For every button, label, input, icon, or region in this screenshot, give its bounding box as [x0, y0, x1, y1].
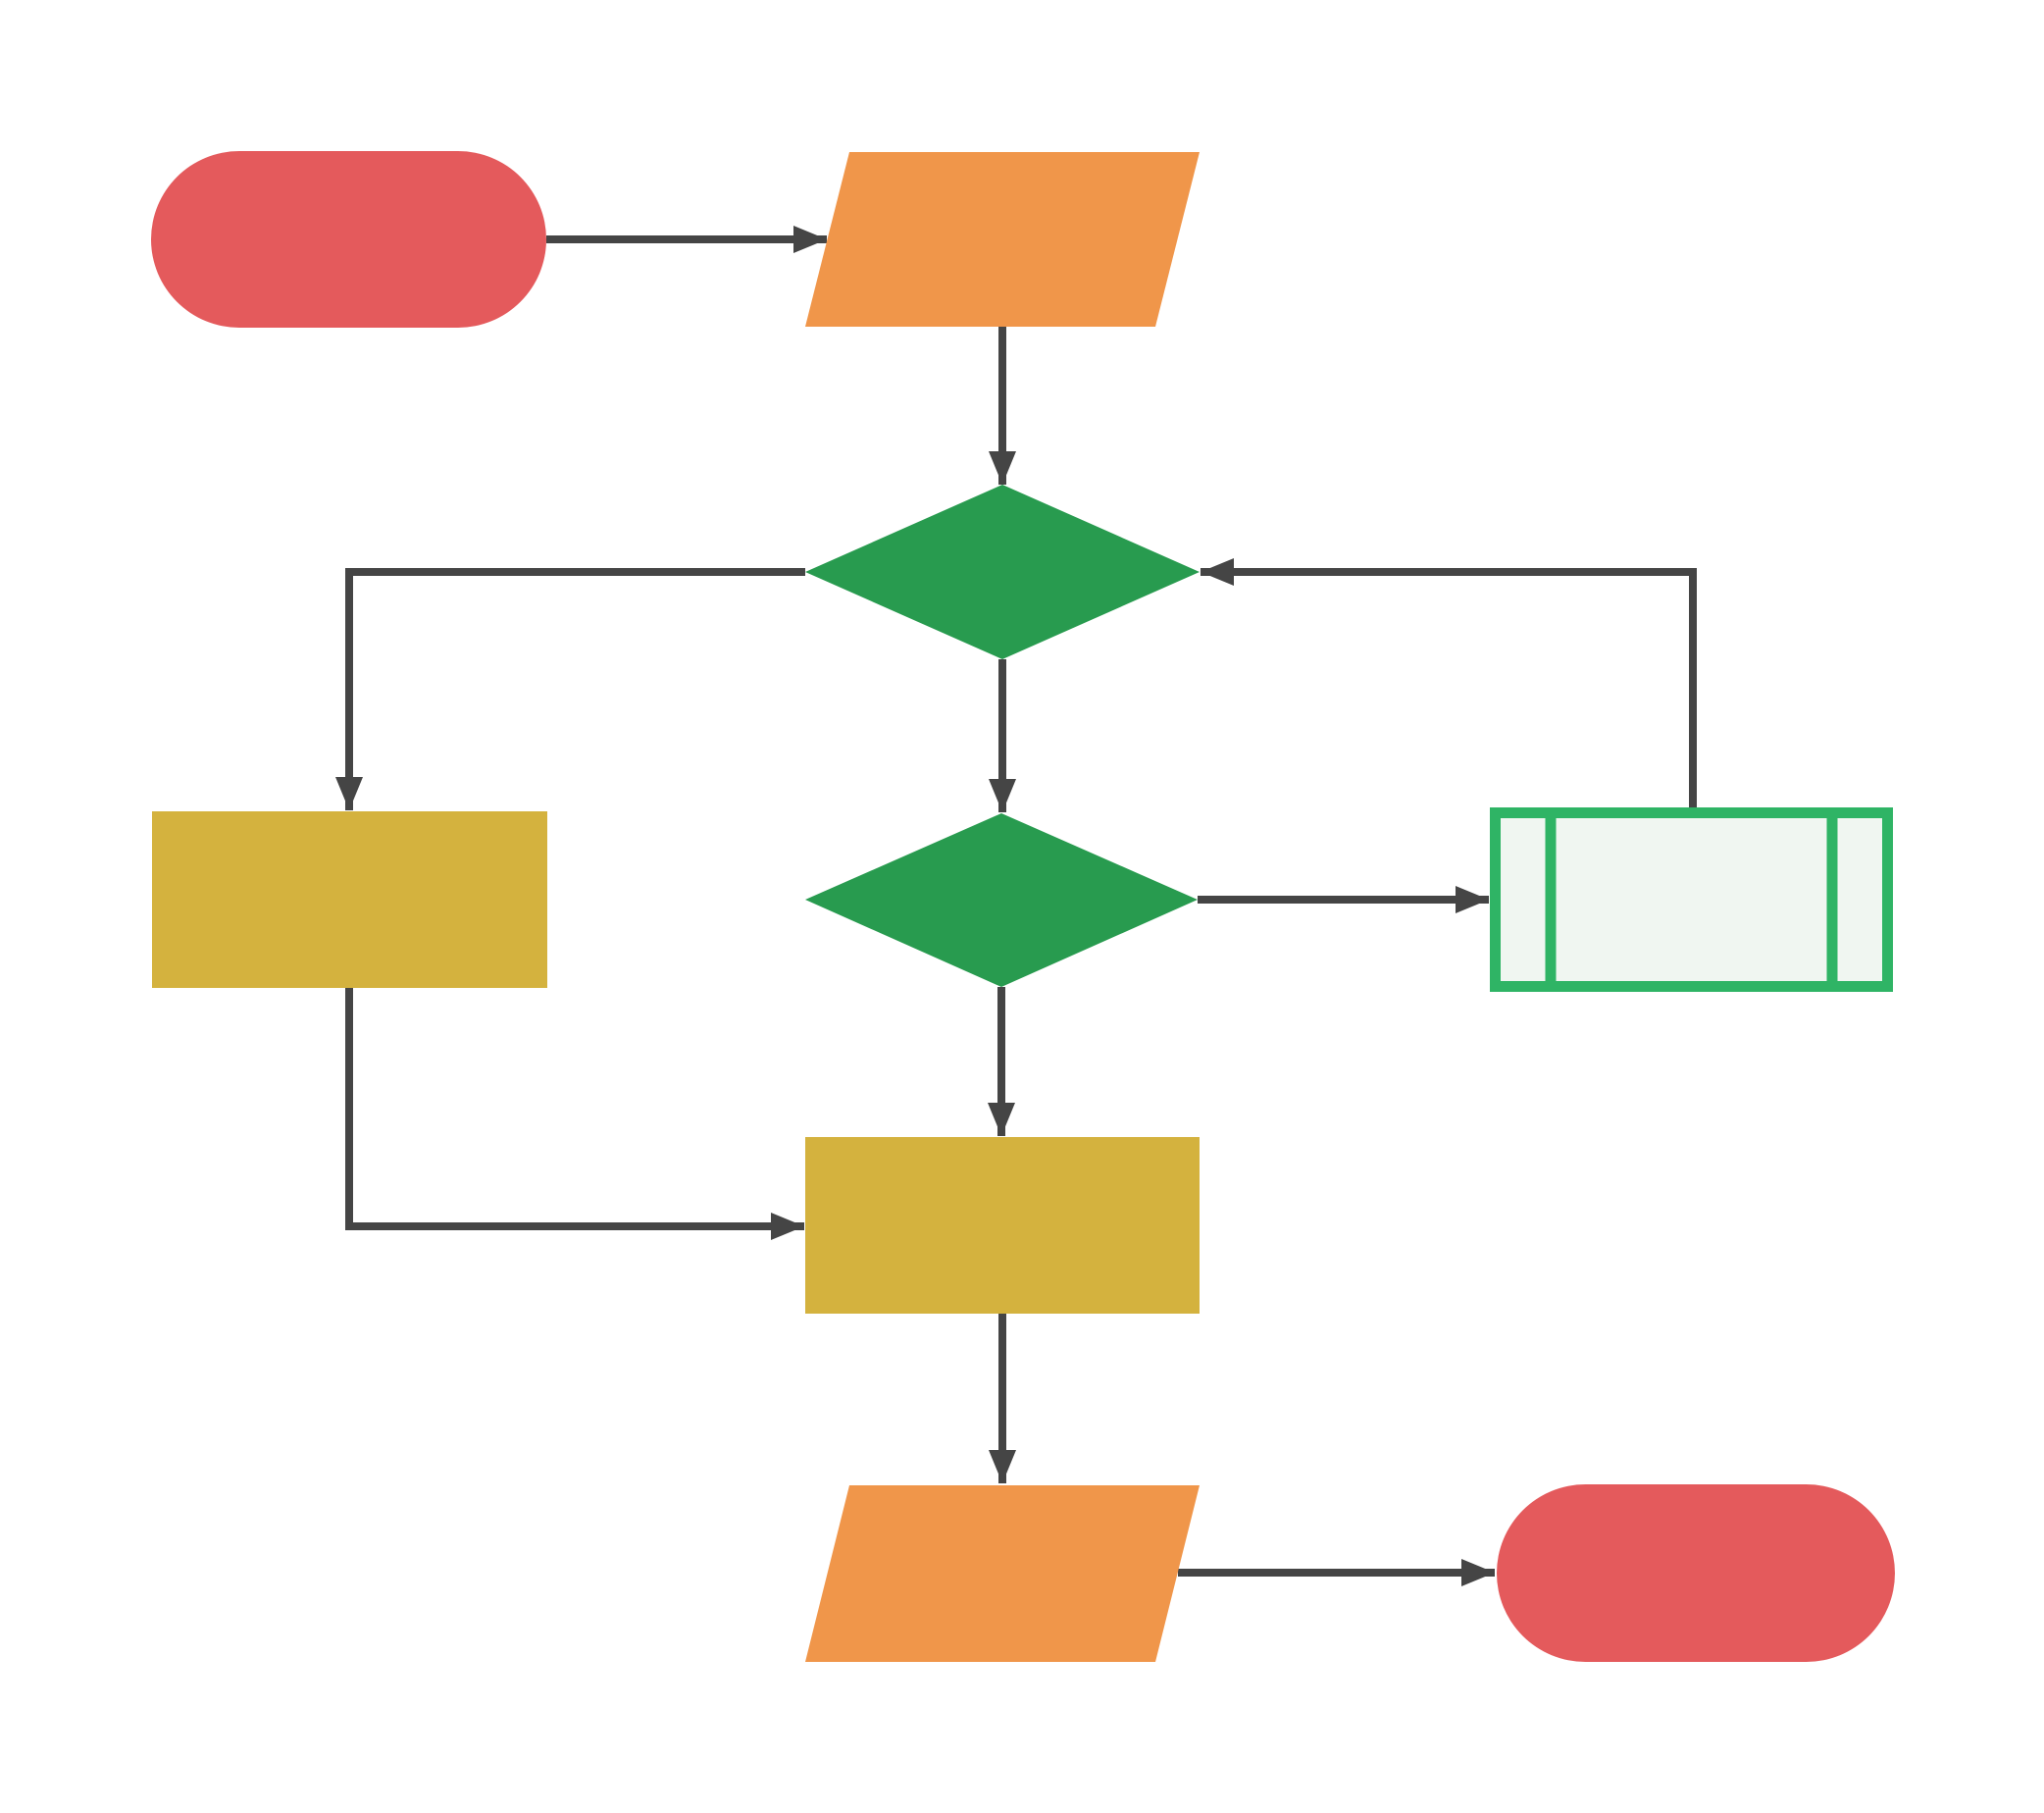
edge-decision1-to-process-left [345, 568, 805, 810]
edge-predefined-to-decision1 [1201, 568, 1697, 807]
process-center [805, 1137, 1200, 1314]
edge-decision1-to-process-left-arrowhead-icon [335, 777, 363, 810]
edge-predefined-to-decision1-arrowhead-icon [1201, 558, 1234, 586]
data-output [805, 1485, 1200, 1662]
edge-process-left-to-process-center [345, 988, 804, 1230]
edge-input-to-decision1-arrowhead-icon [989, 451, 1016, 485]
process-left [152, 811, 547, 988]
data-input [805, 152, 1200, 327]
edge-output-to-end-arrowhead-icon [1461, 1559, 1495, 1586]
edge-process-center-to-output-arrowhead-icon [989, 1450, 1016, 1483]
edge-start-to-input-arrowhead-icon [793, 226, 827, 253]
edge-decision2-to-process-center-arrowhead-icon [988, 1103, 1015, 1136]
edge-decision2-to-predefined-arrowhead-icon [1456, 886, 1489, 913]
edge-decision1-to-decision2-arrowhead-icon [989, 779, 1016, 812]
terminator-end [1497, 1484, 1895, 1662]
decision-2 [805, 813, 1198, 987]
predefined-process [1490, 807, 1893, 992]
decision-1 [805, 485, 1200, 659]
edge-process-left-to-process-center-arrowhead-icon [771, 1213, 804, 1240]
terminator-start [151, 151, 546, 328]
